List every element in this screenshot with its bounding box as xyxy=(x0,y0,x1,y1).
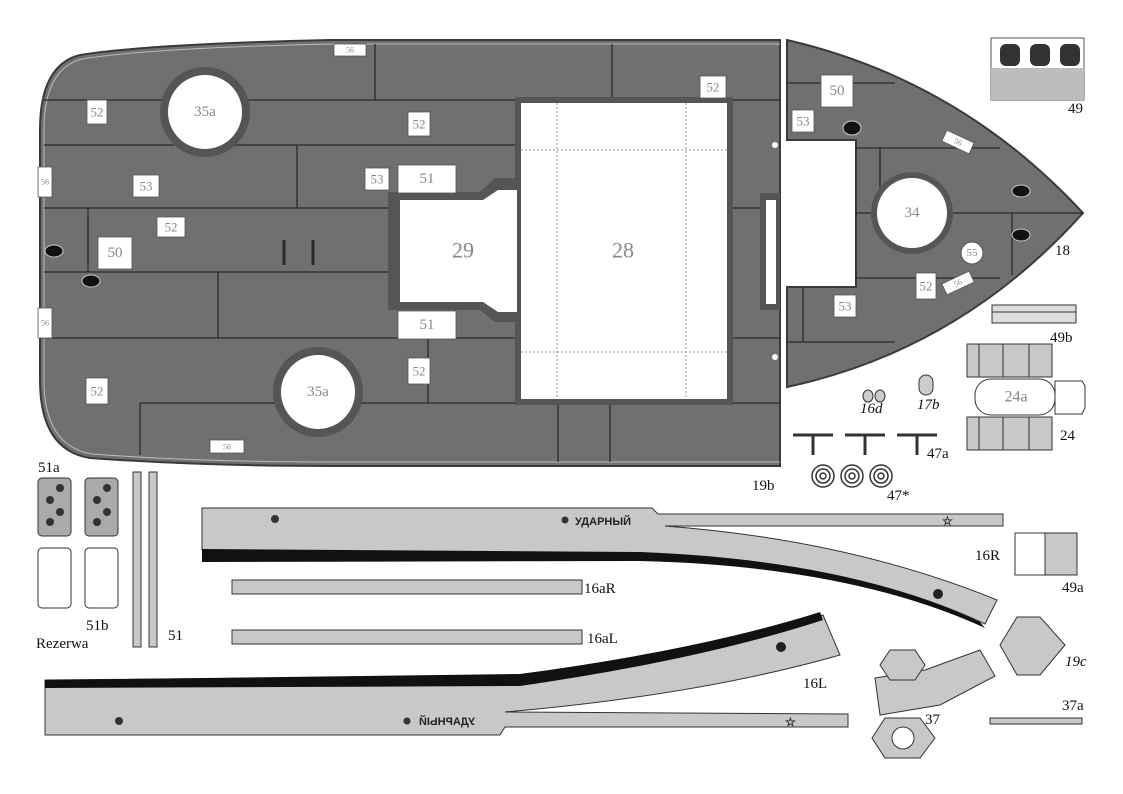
part-51b: 51b xyxy=(37,547,119,634)
svg-text:50: 50 xyxy=(830,83,845,99)
svg-text:51b: 51b xyxy=(86,618,109,634)
hatch-35a-bottom xyxy=(281,355,355,429)
svg-text:56: 56 xyxy=(952,136,963,148)
svg-text:19c: 19c xyxy=(1065,654,1087,670)
svg-text:56: 56 xyxy=(41,319,49,328)
svg-text:16d: 16d xyxy=(860,401,883,417)
part-17b: 17b xyxy=(917,374,940,413)
part-number-19b: 19b xyxy=(752,478,775,494)
svg-text:37a: 37a xyxy=(1062,698,1084,714)
svg-text:49b: 49b xyxy=(1050,330,1073,346)
svg-text:56: 56 xyxy=(952,277,963,289)
svg-text:52: 52 xyxy=(920,279,933,294)
label-28: 28 xyxy=(612,238,634,263)
svg-text:53: 53 xyxy=(797,114,810,129)
part-16aR: 16aR xyxy=(231,579,616,597)
svg-text:24a: 24a xyxy=(1004,389,1027,406)
svg-text:52: 52 xyxy=(165,220,178,235)
ship-name-mirrored: УДАРНЫЙ xyxy=(419,715,475,728)
svg-text:55: 55 xyxy=(967,247,979,259)
svg-text:56: 56 xyxy=(41,178,49,187)
svg-text:51: 51 xyxy=(420,171,435,187)
svg-text:56: 56 xyxy=(223,443,231,452)
part-16aL: 16aL xyxy=(231,629,618,647)
svg-text:52: 52 xyxy=(707,80,720,95)
svg-text:34: 34 xyxy=(905,205,921,221)
svg-text:16R: 16R xyxy=(975,548,1000,564)
part-16R-49a: 16R 49a xyxy=(975,532,1084,596)
svg-text:52: 52 xyxy=(413,117,426,132)
svg-text:51a: 51a xyxy=(38,460,60,476)
label-35a: 35a xyxy=(307,384,329,400)
hatch-35a-top xyxy=(168,75,242,149)
svg-text:52: 52 xyxy=(91,105,104,120)
svg-text:51: 51 xyxy=(168,628,183,644)
part-47a: 47a xyxy=(793,433,949,462)
svg-text:53: 53 xyxy=(371,172,384,187)
svg-text:49: 49 xyxy=(1068,101,1083,117)
deck-part-labels: 52 52 52 52 52 52 53 53 51 51 50 56 56 5… xyxy=(37,43,727,454)
svg-text:50: 50 xyxy=(108,245,123,261)
part-51: 51 xyxy=(132,471,183,648)
svg-text:51: 51 xyxy=(420,317,435,333)
part-number-18: 18 xyxy=(1055,243,1070,259)
svg-text:56: 56 xyxy=(346,46,354,55)
svg-text:16aL: 16aL xyxy=(587,631,618,647)
svg-text:47*: 47* xyxy=(887,488,910,504)
part-24: 24a 24 xyxy=(966,343,1086,451)
svg-text:53: 53 xyxy=(839,299,852,314)
part-49b: 49b xyxy=(991,304,1077,346)
svg-text:47a: 47a xyxy=(927,446,949,462)
part-37a: 37a xyxy=(989,698,1084,725)
label-29: 29 xyxy=(452,238,474,263)
svg-text:49a: 49a xyxy=(1062,580,1084,596)
part-51a: 51a xyxy=(37,460,119,537)
svg-text:53: 53 xyxy=(140,179,153,194)
svg-text:52: 52 xyxy=(413,364,426,379)
part-49: 49 xyxy=(990,37,1085,117)
svg-text:☆: ☆ xyxy=(942,514,953,528)
part-16d: 16d xyxy=(860,389,886,417)
opening-29 xyxy=(400,190,517,312)
reserve-label: Rezerwa xyxy=(36,636,89,652)
part-19c: 19c xyxy=(999,616,1087,676)
svg-text:16aR: 16aR xyxy=(584,581,616,597)
label-35a: 35a xyxy=(194,104,216,120)
svg-text:☆: ☆ xyxy=(785,715,796,729)
hatch-34 xyxy=(877,178,947,248)
svg-text:24: 24 xyxy=(1060,428,1076,444)
ship-name: УДАРНЫЙ xyxy=(575,515,631,528)
svg-text:16L: 16L xyxy=(803,676,827,692)
part-16L-hull-strip: УДАРНЫЙ ☆ 16L xyxy=(44,612,849,736)
bow-part-18: 34 55 50 53 53 52 56 56 18 xyxy=(786,38,1085,389)
svg-text:17b: 17b xyxy=(917,397,940,413)
svg-text:52: 52 xyxy=(91,384,104,399)
deck-part-19b: 35a 35a 28 29 52 52 52 52 52 52 53 53 51… xyxy=(37,39,781,494)
svg-text:37: 37 xyxy=(925,712,941,728)
part-37: 37 xyxy=(871,649,996,759)
part-47-coils: 47* xyxy=(811,464,910,504)
opening-28 xyxy=(521,103,727,399)
part-16R-hull-strip: УДАРНЫЙ ☆ xyxy=(201,507,1004,628)
